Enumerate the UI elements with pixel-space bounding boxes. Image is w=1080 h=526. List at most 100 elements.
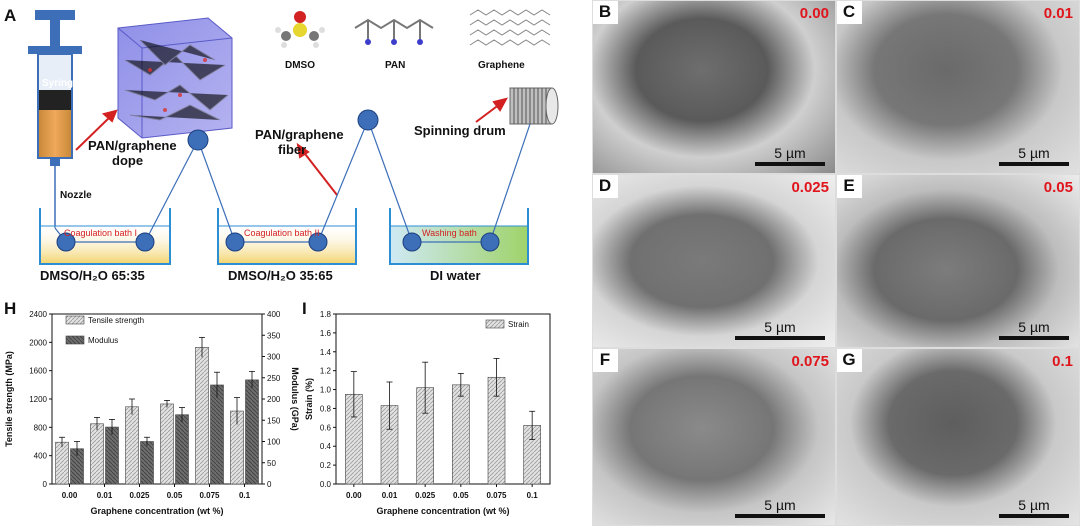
panel-letter-g: G (837, 349, 862, 372)
x-axis-label: Graphene concentration (wt %) (376, 506, 509, 516)
graphene-sheet-icon (469, 9, 551, 46)
y-tick-label: 0.6 (320, 423, 332, 432)
y-right-tick-label: 400 (267, 310, 281, 319)
sem-panel-d: D 0.025 5 µm (592, 174, 836, 348)
fiber-label-line2: fiber (278, 142, 307, 157)
x-tick-label: 0.00 (62, 491, 78, 500)
scale-bar-f: 5 µm (735, 497, 825, 518)
y-tick-label: 2400 (29, 310, 47, 319)
panel-letter-f: F (593, 349, 618, 372)
coagulation-bath-2 (217, 208, 357, 265)
washing-bath-label: Washing bath (422, 228, 477, 238)
scale-bar-d: 5 µm (735, 319, 825, 340)
molecule-label-pan: PAN (385, 60, 406, 71)
scale-bar-b: 5 µm (755, 145, 825, 166)
bar-tensile-strength (90, 423, 104, 485)
syringe-label: Syringe (42, 78, 79, 89)
y-right-tick-label: 200 (267, 395, 281, 404)
concentration-label-c: 0.01 (1043, 5, 1073, 22)
dope-label-line2: dope (112, 153, 144, 168)
x-tick-label: 0.1 (239, 491, 251, 500)
guide-rollers (56, 109, 500, 252)
panel-letter-b: B (593, 1, 618, 24)
bath-2-label: Coagulation bath II (244, 228, 320, 238)
sem-panel-g: G 0.1 5 µm (836, 348, 1080, 526)
drum-label: Spinning drum (414, 123, 506, 138)
y-tick-label: 0.2 (320, 461, 332, 470)
y-tick-label: 0 (43, 480, 48, 489)
legend-swatch (485, 319, 505, 329)
bar-tensile-strength (195, 346, 209, 485)
panel-a: A (0, 0, 570, 290)
bar-modulus (210, 384, 224, 485)
legend-label: Modulus (88, 336, 118, 345)
sem-panel-c: C 0.01 5 µm (836, 0, 1080, 174)
y-right-tick-label: 50 (267, 459, 276, 468)
y-right-tick-label: 350 (267, 331, 281, 340)
bath-1-solvent: DMSO/H₂O 65:35 (40, 268, 145, 283)
panel-letter-c: C (837, 1, 862, 24)
annotation-arrows (75, 97, 508, 196)
sem-panel-f: F 0.075 5 µm (592, 348, 836, 526)
x-tick-label: 0.05 (453, 491, 469, 500)
y-tick-label: 1.0 (320, 386, 332, 395)
syringe-icon (28, 10, 82, 228)
dmso-molecule-icon (275, 11, 325, 48)
sem-panel-b: B 0.00 5 µm (592, 0, 836, 174)
y-tick-label: 0.8 (320, 404, 332, 413)
molecule-label-graphene: Graphene (478, 60, 525, 71)
legend-swatch (65, 335, 85, 345)
x-tick-label: 0.00 (346, 491, 362, 500)
concentration-label-b: 0.00 (799, 5, 829, 22)
y-tick-label: 0.0 (320, 480, 332, 489)
concentration-label-e: 0.05 (1043, 179, 1073, 196)
x-tick-label: 0.1 (527, 491, 539, 500)
panel-letter-a: A (4, 6, 17, 25)
x-tick-label: 0.075 (486, 491, 507, 500)
bar-modulus (105, 426, 119, 485)
pan-molecule-icon (354, 18, 434, 45)
x-tick-label: 0.01 (382, 491, 398, 500)
panel-letter-d: D (593, 175, 618, 198)
sem-panel-e: E 0.05 5 µm (836, 174, 1080, 348)
bar-modulus (175, 414, 189, 485)
dope-label-line1: PAN/graphene (88, 138, 177, 153)
bath-1-label: Coagulation bath I (64, 228, 138, 238)
nozzle-label: Nozzle (60, 190, 92, 201)
x-tick-label: 0.025 (129, 491, 150, 500)
fiber-path (54, 118, 531, 243)
scale-bar-c: 5 µm (999, 145, 1069, 166)
panel-letter-e: E (837, 175, 862, 198)
x-tick-label: 0.01 (97, 491, 113, 500)
legend-swatch (65, 315, 85, 325)
x-tick-label: 0.075 (199, 491, 220, 500)
y-right-tick-label: 300 (267, 353, 281, 362)
x-tick-label: 0.025 (415, 491, 436, 500)
spinning-schematic (28, 9, 559, 265)
panel-letter-i: I (302, 299, 307, 318)
fiber-label-line1: PAN/graphene (255, 127, 344, 142)
y-right-tick-label: 250 (267, 374, 281, 383)
scale-bar-g: 5 µm (999, 497, 1069, 518)
y-tick-label: 1200 (29, 395, 47, 404)
y-tick-label: 1.4 (320, 348, 332, 357)
y-axis-label: Tensile strength (MPa) (4, 351, 14, 447)
scale-bar-e: 5 µm (999, 319, 1069, 340)
y-tick-label: 0.4 (320, 442, 332, 451)
bar-modulus (140, 441, 154, 485)
plot-frame (335, 313, 551, 485)
molecule-label-dmso: DMSO (285, 60, 315, 71)
simulation-cube-icon (117, 17, 233, 139)
y-tick-label: 800 (34, 423, 48, 432)
spinning-drum-icon (509, 87, 559, 125)
y-right-tick-label: 100 (267, 438, 281, 447)
bath-2-solvent: DMSO/H₂O 35:65 (228, 268, 333, 283)
legend-label: Strain (508, 320, 529, 329)
panel-letter-h: H (4, 299, 16, 318)
y-tick-label: 1600 (29, 367, 47, 376)
concentration-label-g: 0.1 (1052, 353, 1073, 370)
bar-tensile-strength (55, 441, 69, 485)
y-right-tick-label: 0 (267, 480, 272, 489)
y-tick-label: 1.2 (320, 367, 332, 376)
